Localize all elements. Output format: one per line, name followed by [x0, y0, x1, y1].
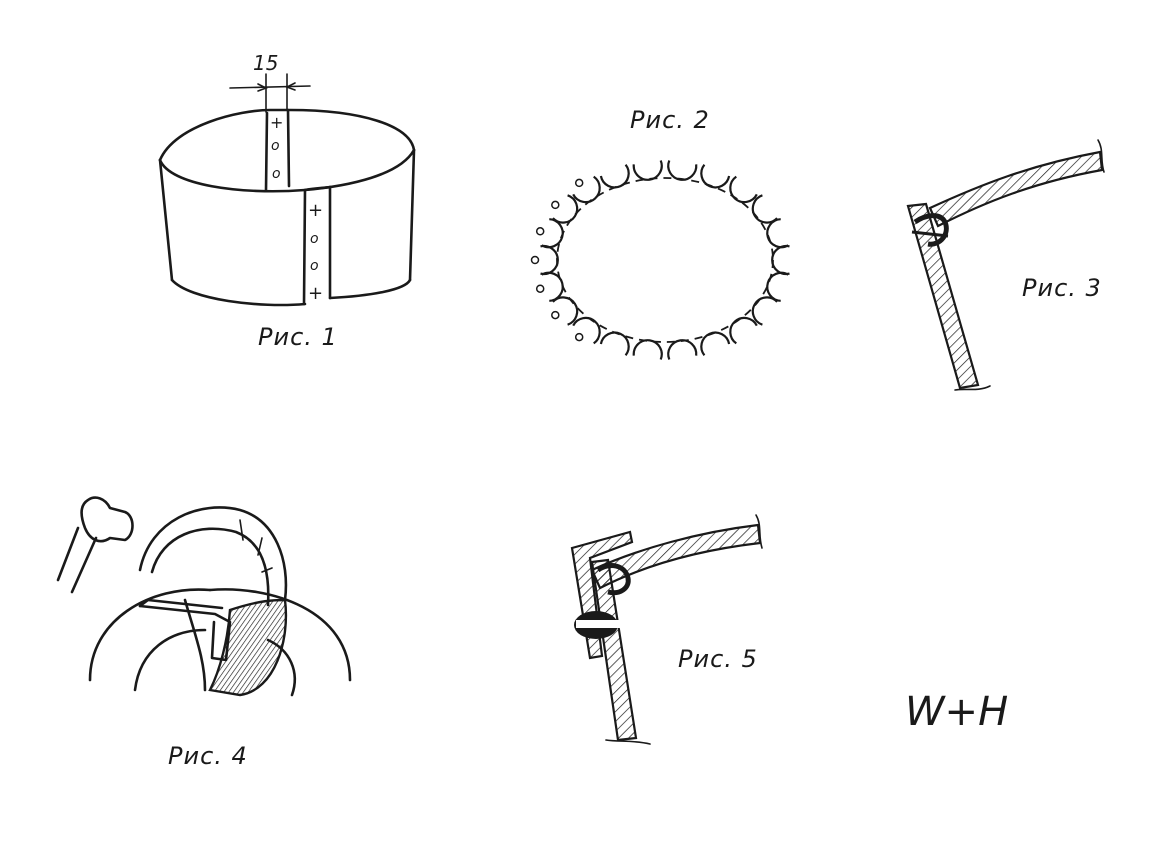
figure-3-section: Рис. 3 [906, 139, 1105, 391]
fig1-mark-6: o [310, 258, 319, 274]
dimension-label: 15 [253, 51, 278, 75]
rivet-hole [551, 200, 560, 210]
fig1-mark-5: o [310, 231, 319, 247]
rivet-hole [574, 178, 584, 188]
figure-4-caption: Рис. 4 [168, 742, 248, 770]
figure-2-scalloped-ring: Рис. 2 [530, 106, 790, 360]
scallop-petal [751, 296, 778, 326]
figure-5-section: Рис. 5 [570, 514, 763, 745]
fig1-mark-7: + [308, 283, 323, 304]
scallop-petal [667, 160, 698, 181]
scallop-petal [572, 175, 601, 204]
scallop-petal [667, 339, 698, 360]
scallop-petal [729, 316, 758, 345]
rivet-hole [535, 284, 545, 293]
rivet-hole [574, 332, 584, 342]
scallop-petal [700, 164, 731, 189]
signature-text: W+H [905, 689, 1008, 735]
scallop-petal [541, 271, 564, 302]
rivet-hole [551, 310, 560, 320]
scallop-petal [632, 339, 663, 360]
scallop-petal [632, 160, 663, 181]
scallop-petal [700, 331, 731, 356]
fig1-mark-1: + [270, 113, 283, 132]
scallop-petal [766, 271, 789, 302]
figure-3-caption: Рис. 3 [1022, 274, 1102, 302]
scallop-petal [599, 164, 630, 189]
rivet-hole [535, 227, 545, 236]
scallop-petal [599, 331, 630, 356]
signature-logo: W+H [905, 689, 1008, 735]
scallop-petal [572, 316, 601, 345]
scallop-petal [771, 244, 790, 276]
figure-1-band: 15 + o o + o o + Рис. 1 [158, 51, 416, 351]
figure-5-caption: Рис. 5 [678, 645, 758, 673]
scallop-petals [530, 160, 790, 360]
scallop-petal [540, 244, 559, 276]
rivet-hole [530, 255, 540, 265]
fig1-mark-2: o [271, 138, 280, 154]
fig1-mark-3: o [272, 166, 281, 182]
scallop-petal [751, 194, 778, 224]
scallop-petal [729, 175, 758, 204]
fig1-mark-4: + [308, 200, 323, 221]
figure-4-assembly: Рис. 4 [56, 496, 352, 770]
figure-1-caption: Рис. 1 [258, 323, 338, 351]
scallop-petal [541, 218, 564, 249]
scallop-petal [552, 194, 579, 224]
figure-2-caption: Рис. 2 [630, 106, 710, 134]
scallop-petal [766, 218, 789, 249]
